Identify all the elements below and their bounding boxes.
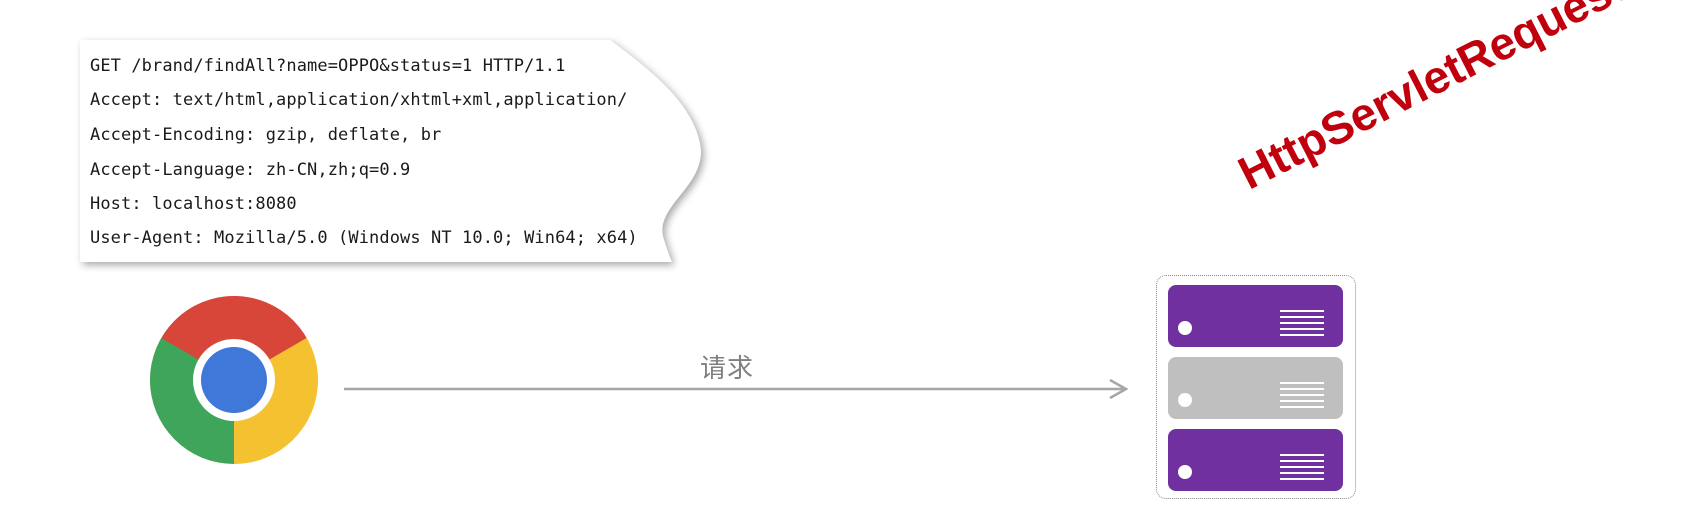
server-vent-icon (1280, 382, 1324, 408)
request-lines: GET /brand/findAll?name=OPPO&status=1 HT… (90, 50, 690, 260)
server-led-icon (1178, 321, 1192, 335)
curled-paper-shape (80, 40, 701, 262)
request-header-line: User-Agent: Mozilla/5.0 (Windows NT 10.0… (90, 228, 638, 248)
chrome-browser-icon (150, 296, 318, 464)
server-led-icon (1178, 393, 1192, 407)
http-servlet-request-label: HttpServletRequest (1229, 0, 1634, 200)
http-request-paper: GET /brand/findAll?name=OPPO&status=1 HT… (80, 40, 701, 262)
request-header-line: Accept: text/html,application/xhtml+xml,… (90, 90, 628, 110)
server-unit (1168, 357, 1343, 419)
request-header-line: Host: localhost:8080 (90, 194, 297, 214)
server-unit (1168, 285, 1343, 347)
request-line: GET /brand/findAll?name=OPPO&status=1 HT… (90, 56, 566, 76)
server-unit (1168, 429, 1343, 491)
request-header-line: Accept-Language: zh-CN,zh;q=0.9 (90, 160, 411, 180)
server-icon (1156, 275, 1356, 499)
server-vent-icon (1280, 310, 1324, 336)
server-vent-icon (1280, 454, 1324, 480)
arrow-right-icon (344, 378, 1129, 400)
server-led-icon (1178, 465, 1192, 479)
request-header-line: Accept-Encoding: gzip, deflate, br (90, 125, 442, 145)
arrow-label: 请求 (700, 354, 755, 384)
